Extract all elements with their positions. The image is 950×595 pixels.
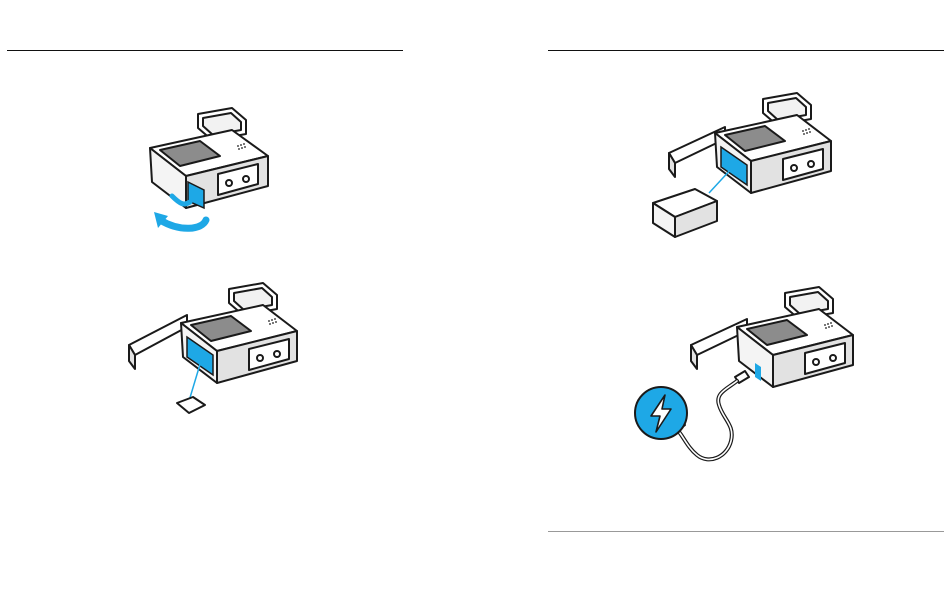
- right-page: [475, 0, 950, 595]
- microsd-card-icon: [177, 397, 205, 413]
- lightning-bolt-icon: [635, 387, 687, 439]
- illustration-insert-microsd-card: [125, 275, 305, 425]
- rotate-arrow-icon: [160, 220, 206, 228]
- camera-battery-drawing: [653, 85, 853, 245]
- bottom-rule: [548, 531, 944, 532]
- illustration-open-battery-door: [140, 100, 290, 240]
- top-rule: [548, 50, 944, 51]
- camera-microsd-drawing: [125, 275, 305, 425]
- battery-icon: [653, 189, 717, 237]
- top-rule: [7, 50, 403, 51]
- illustration-insert-battery: [653, 85, 853, 245]
- camera-door-open-drawing: [140, 100, 290, 240]
- camera-charging-drawing: [635, 285, 875, 485]
- left-page: [0, 0, 475, 595]
- illustration-connect-usb-charging: [635, 285, 875, 485]
